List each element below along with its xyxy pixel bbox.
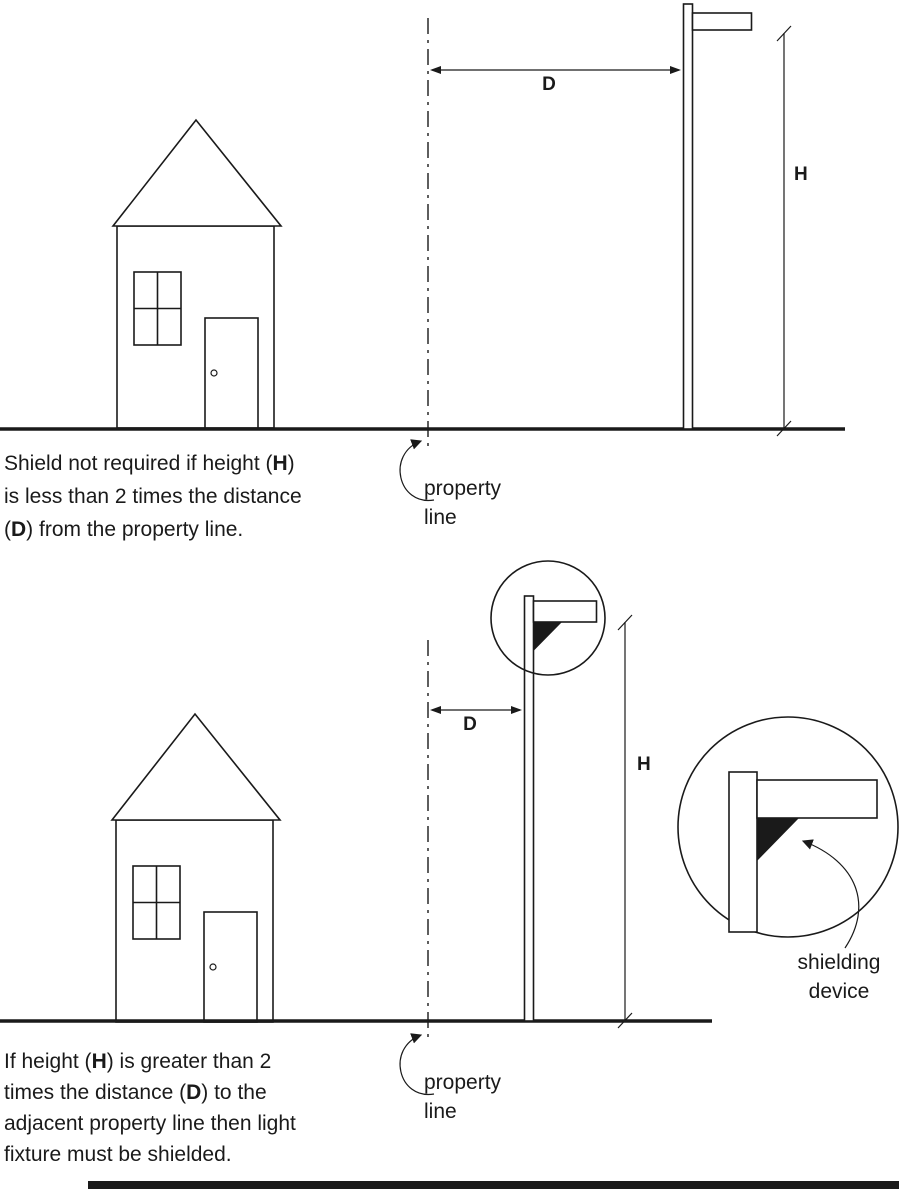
caption-h-bold: H (272, 452, 288, 475)
fixture-highlight-circle (490, 560, 606, 676)
caption-text: ( (4, 518, 11, 541)
caption-d-bold: D (186, 1081, 202, 1104)
bottom-diagram: D H (0, 560, 899, 1095)
caption-bottom: If height (H) is greater than 2 times th… (4, 1046, 394, 1170)
house-roof (111, 118, 283, 227)
door-knob (210, 369, 218, 377)
shield-triangle (533, 622, 562, 651)
caption-text: adjacent property line then light (4, 1112, 296, 1135)
property-line-label-top: property line (424, 477, 502, 529)
light-pole-bottom (490, 560, 606, 1022)
caption-text: Shield not required if height ( (4, 452, 273, 475)
dimension-h-bottom (617, 614, 633, 1029)
caption-text: ) to the (201, 1081, 267, 1104)
house-roof (110, 712, 282, 821)
caption-text: ) is greater than 2 (106, 1050, 272, 1073)
arrow-right-icon (511, 706, 522, 714)
property-line-label-bottom: property line (424, 1071, 502, 1123)
caption-text: is less than 2 times the distance (4, 485, 302, 508)
light-fixture-arm (532, 600, 598, 623)
caption-top: Shield not required if height (H) is les… (4, 447, 394, 546)
tick-bottom (776, 420, 792, 437)
caption-text: fixture must be shielded. (4, 1143, 232, 1166)
caption-text: ) (287, 452, 295, 475)
detail-shield-triangle (757, 818, 799, 861)
bottom-border-bar (88, 1181, 899, 1189)
property-line-pointer-arrow-top (399, 439, 435, 501)
dimension-d-top (430, 66, 681, 74)
caption-text: If height ( (4, 1050, 92, 1073)
detail-pole (728, 771, 758, 933)
caption-text: times the distance ( (4, 1081, 187, 1104)
house-top (111, 118, 283, 429)
dimension-h-top (776, 25, 792, 437)
light-fixture-arm (691, 12, 753, 31)
house-door (204, 317, 259, 429)
tick-top (776, 25, 792, 42)
dimension-h-label-bottom: H (637, 754, 651, 775)
dimension-h-label-top: H (794, 164, 808, 185)
caption-d-bold: D (11, 518, 27, 541)
shielding-device-detail (677, 716, 899, 949)
pole (523, 595, 535, 1022)
house-door (203, 911, 258, 1023)
house-bottom (110, 712, 282, 1023)
light-pole-top (682, 3, 753, 430)
pole (682, 3, 694, 430)
dimension-d-label-bottom: D (463, 714, 477, 735)
tick-top (617, 614, 633, 631)
caption-h-bold: H (91, 1050, 107, 1073)
shielding-device-label: shielding device (797, 951, 881, 1003)
dimension-d-bottom (430, 706, 522, 714)
shielding-device-pointer-arrow (801, 839, 860, 949)
property-line-pointer-arrow-bottom (399, 1033, 435, 1095)
detail-fixture-arm (756, 779, 878, 819)
arrow-right-icon (670, 66, 681, 74)
caption-text: ) from the property line. (26, 518, 244, 541)
arrow-left-icon (430, 66, 441, 74)
dimension-d-label-top: D (542, 74, 556, 95)
tick-bottom (617, 1012, 633, 1029)
arrow-left-icon (430, 706, 441, 714)
top-diagram: D H (0, 3, 845, 501)
door-knob (209, 963, 217, 971)
